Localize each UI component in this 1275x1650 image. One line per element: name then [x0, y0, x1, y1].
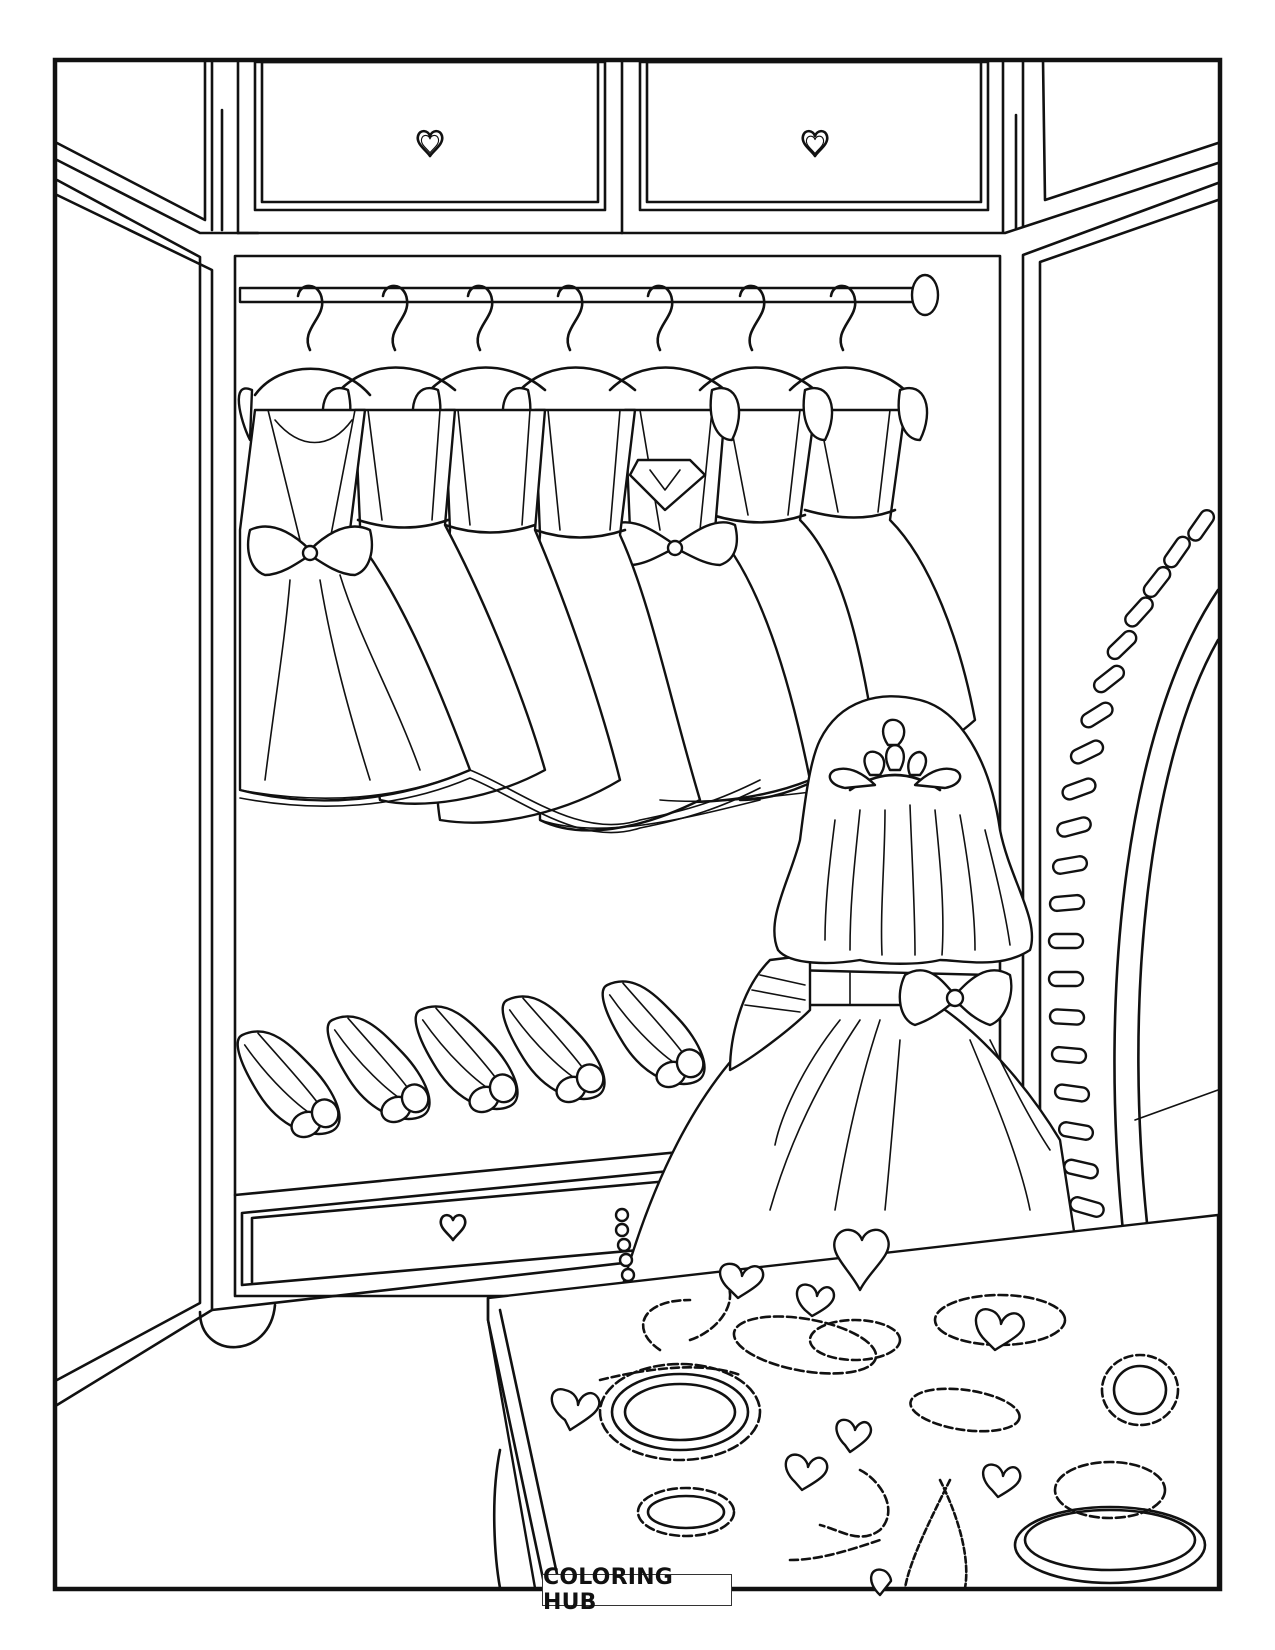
heart-icon: [439, 1213, 467, 1242]
dresses: [237, 284, 977, 834]
jewelry-table: [486, 1207, 1220, 1597]
bottom-drawer[interactable]: [210, 1168, 682, 1312]
wardrobe-foot: [198, 1303, 277, 1349]
left-door[interactable]: [55, 178, 214, 1407]
left-top-drawer[interactable]: [253, 60, 607, 212]
wardrobe: [55, 58, 1220, 1407]
mirror: [1047, 508, 1220, 1472]
right-door[interactable]: [1021, 181, 1220, 1312]
girl: [618, 695, 1082, 1302]
heart-icon: [801, 129, 829, 158]
hanging-rod: [238, 273, 940, 317]
shoes: [236, 980, 706, 1139]
coloring-hub-logo: COLORING HUB: [542, 1565, 732, 1615]
logo-text: COLORING HUB: [543, 1565, 673, 1615]
right-top-drawer[interactable]: [638, 60, 990, 212]
